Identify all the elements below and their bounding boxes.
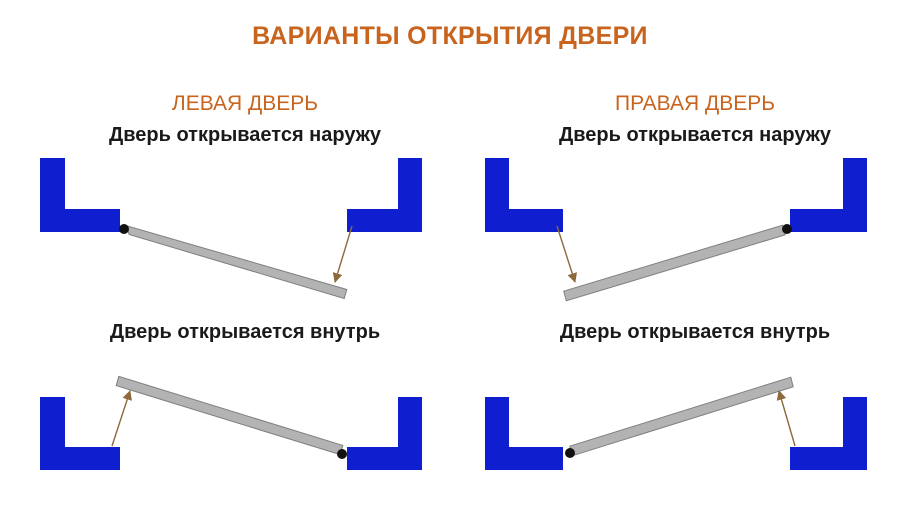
left-inward-door-leaf xyxy=(115,375,344,456)
right-outward-caption: Дверь открывается наружу xyxy=(558,124,831,146)
right-outward-hinge-icon xyxy=(782,224,792,234)
left-door-heading: ЛЕВАЯ ДВЕРЬ xyxy=(171,92,319,115)
left-outward-scene xyxy=(40,158,422,300)
right-inward-scene xyxy=(485,376,867,470)
left-inward-hinge-icon xyxy=(337,449,347,459)
left-inward-caption: Дверь открывается внутрь xyxy=(109,321,381,343)
right-outward-scene xyxy=(485,158,867,302)
right-outward-arrow xyxy=(556,225,577,283)
right-outward-hinge-frame xyxy=(790,158,867,232)
right-inward-caption: Дверь открывается внутрь xyxy=(559,321,831,343)
left-inward-latch-frame xyxy=(347,397,422,470)
left-outward-hinge-frame xyxy=(40,158,120,232)
left-outward-hinge-icon xyxy=(119,224,129,234)
left-outward-caption: Дверь открывается наружу xyxy=(108,124,381,146)
left-outward-arrow xyxy=(332,225,353,283)
left-outward-latch-frame xyxy=(347,158,422,232)
left-inward-hinge-frame xyxy=(40,397,120,470)
left-inward-scene xyxy=(40,375,422,470)
right-inward-hinge-frame xyxy=(790,397,867,470)
right-inward-hinge-icon xyxy=(565,448,575,458)
left-inward-arrow xyxy=(111,390,132,447)
right-inward-door-leaf xyxy=(569,376,794,457)
right-inward-arrow xyxy=(776,390,796,447)
right-door-heading: ПРАВАЯ ДВЕРЬ xyxy=(614,92,776,115)
diagram-title: ВАРИАНТЫ ОТКРЫТИЯ ДВЕРИ xyxy=(252,22,648,50)
right-outward-latch-frame xyxy=(485,158,563,232)
right-inward-latch-frame xyxy=(485,397,563,470)
left-outward-door-leaf xyxy=(124,224,348,300)
right-outward-door-leaf xyxy=(563,224,786,302)
